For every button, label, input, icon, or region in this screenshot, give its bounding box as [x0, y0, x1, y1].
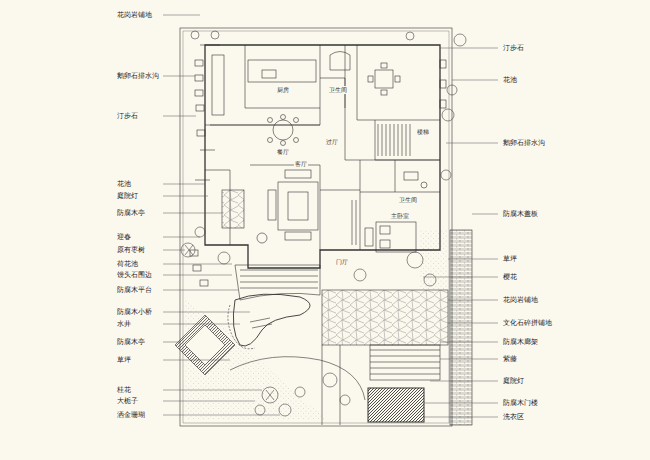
- callout-label: 洒金珊瑚: [117, 411, 145, 419]
- room-label: 卫生间: [328, 86, 348, 94]
- callout-label: 防腐木亭: [117, 338, 145, 346]
- callout-label: 汀步石: [503, 44, 524, 52]
- callout-label: 桂花: [117, 386, 131, 394]
- callout-label: 防腐木门楼: [503, 399, 538, 407]
- callout-label: 荷花池: [117, 260, 138, 268]
- callout-label: 庭院灯: [503, 377, 524, 385]
- room-label: 楼梯: [416, 128, 430, 136]
- callout-label: 大栀子: [117, 397, 138, 405]
- callout-label: 防腐木平台: [117, 286, 152, 294]
- room-label: 客厅: [294, 160, 308, 168]
- callout-label: 花池: [117, 180, 131, 188]
- callout-label: 紫藤: [503, 355, 517, 363]
- callout-label: 鹅卵石排水沟: [117, 72, 159, 80]
- room-label: 卫生间: [398, 196, 418, 204]
- callout-label: 馒头石围边: [117, 271, 152, 279]
- callout-label: 花池: [503, 76, 517, 84]
- room-label: 过厅: [325, 138, 339, 146]
- callout-label: 防腐木亭: [117, 209, 145, 217]
- room-label: 厨房: [276, 86, 290, 94]
- callout-label: 草坪: [503, 255, 517, 263]
- callout-label: 草坪: [117, 356, 131, 364]
- room-label: 门厅: [335, 258, 349, 266]
- callout-label: 樱花: [503, 273, 517, 281]
- callout-label: 洗衣区: [503, 413, 524, 421]
- callout-label: 花岗岩铺地: [117, 11, 152, 19]
- callout-label: 花岗岩铺地: [503, 296, 538, 304]
- callout-label: 鹅卵石排水沟: [503, 139, 545, 147]
- callout-label: 汀步石: [117, 112, 138, 120]
- callout-label: 防腐木盖板: [503, 210, 538, 218]
- callout-label: 防腐木小桥: [117, 308, 152, 316]
- callout-label: 迎春: [117, 233, 131, 241]
- callout-label: 文化石碎拼铺地: [503, 319, 552, 327]
- callout-label: 庭院灯: [117, 192, 138, 200]
- callout-label: 防腐木廊架: [503, 338, 538, 346]
- room-label: 主卧室: [390, 212, 410, 220]
- callout-label: 原有枣树: [117, 246, 145, 254]
- room-label: 餐厅: [276, 148, 290, 156]
- callout-label: 水井: [117, 320, 131, 328]
